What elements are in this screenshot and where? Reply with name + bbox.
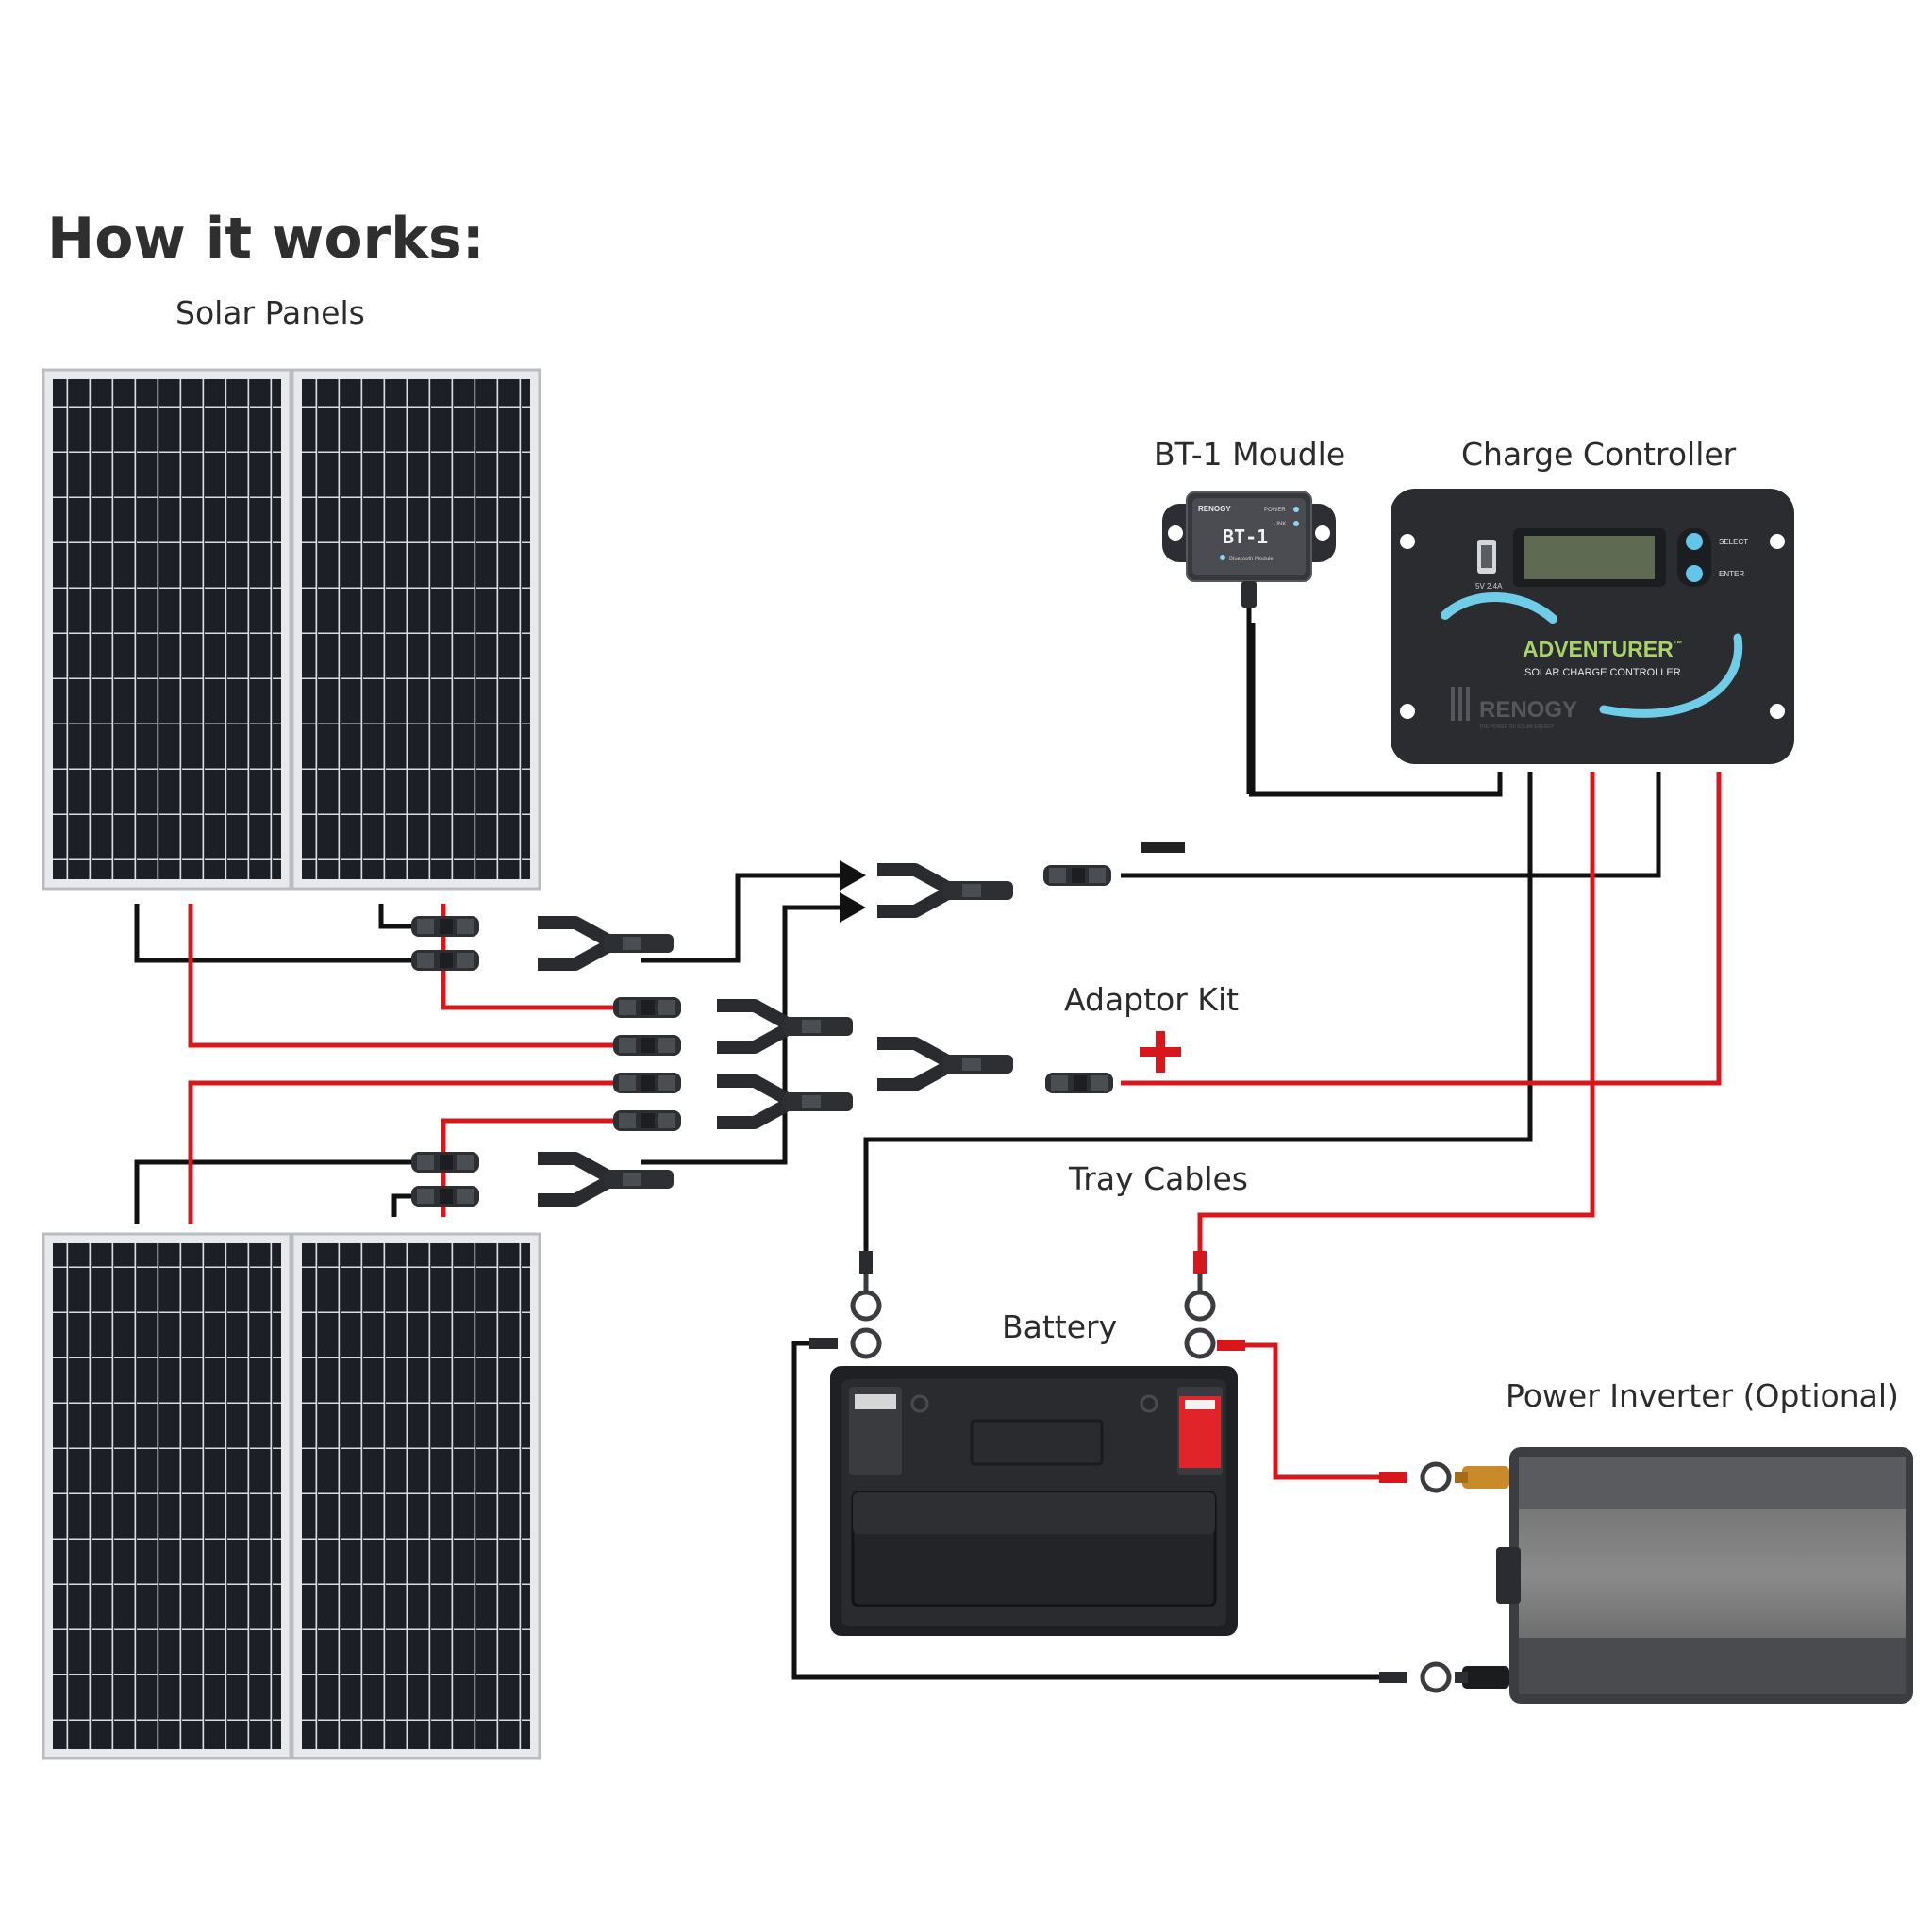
solar-panels-top — [42, 368, 541, 891]
controller-brand: RENOGY — [1479, 697, 1577, 723]
renogy-logo-icon: RENOGY THE POWER OF SOLAR ENERGY — [1451, 687, 1577, 730]
battery — [830, 1366, 1238, 1636]
bt1-module-label: BT-1 Moudle — [1154, 436, 1346, 473]
minus-sign-icon — [1141, 842, 1185, 853]
arrow-icon — [840, 860, 866, 891]
positive-wires — [188, 772, 1722, 1480]
bt1-subtitle: Bluetooth Module — [1229, 557, 1274, 562]
bt1-name: BT-1 — [1223, 525, 1268, 548]
select-label: SELECT — [1719, 538, 1748, 546]
usb-label: 5V 2.4A — [1475, 582, 1503, 591]
power-inverter-label: Power Inverter (Optional) — [1506, 1377, 1899, 1414]
enter-button[interactable] — [1686, 565, 1703, 582]
page-title: How it works: — [47, 206, 485, 272]
bt1-led-link-label: LINK — [1274, 522, 1286, 527]
solar-panels-label: Solar Panels — [175, 294, 365, 331]
ring-terminals — [809, 1251, 1452, 1693]
plus-sign-icon — [1140, 1031, 1181, 1073]
charge-controller: 5V 2.4A SELECT ENTER ADVENTURER™ SOLAR C… — [1391, 489, 1794, 764]
solar-panels-bottom — [42, 1232, 541, 1760]
controller-subtitle: SOLAR CHARGE CONTROLLER — [1524, 667, 1681, 678]
arrow-icon — [840, 892, 866, 923]
battery-label: Battery — [1002, 1308, 1118, 1345]
enter-label: ENTER — [1719, 570, 1744, 578]
tray-cables-label: Tray Cables — [1069, 1160, 1248, 1197]
controller-product: ADVENTURER™ — [1523, 637, 1683, 661]
controller-tagline: THE POWER OF SOLAR ENERGY — [1479, 724, 1555, 730]
adaptor-kit-connectors — [411, 860, 1113, 1207]
select-button[interactable] — [1686, 533, 1703, 550]
bt1-led-power-label: POWER — [1264, 508, 1286, 513]
adaptor-kit-label: Adaptor Kit — [1064, 981, 1240, 1018]
charge-controller-label: Charge Controller — [1461, 436, 1737, 473]
bt1-module: RENOGY POWER LINK BT-1 Bluetooth Module — [1162, 491, 1491, 797]
bt1-brand: RENOGY — [1198, 505, 1231, 513]
power-inverter — [1455, 1447, 1913, 1704]
